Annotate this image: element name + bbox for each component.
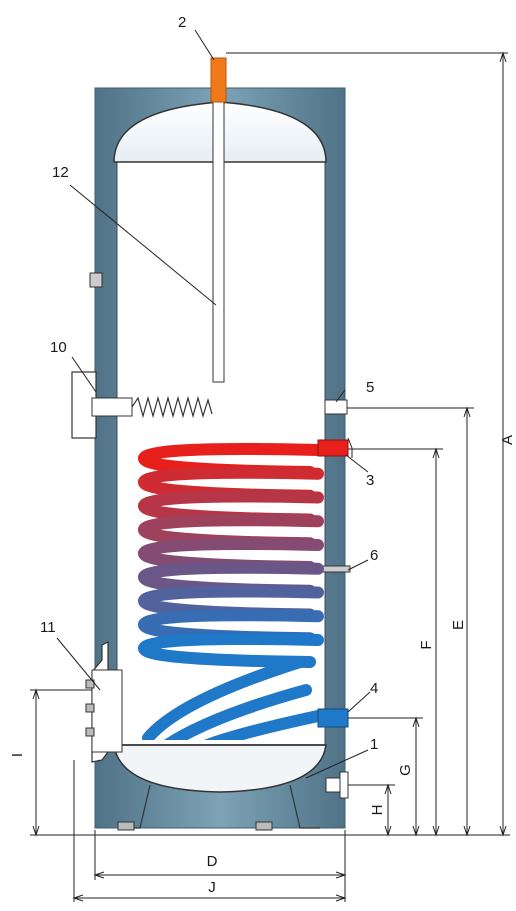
callout-11: 11 (40, 619, 56, 636)
sensor-port-5 (324, 399, 348, 415)
heat-exchanger-coil (138, 443, 324, 740)
heater-element (131, 395, 213, 419)
dim-H: H (369, 805, 386, 816)
tank-bottom-dish (113, 744, 327, 793)
dim-D: D (207, 853, 218, 870)
callout-5: 5 (366, 379, 374, 396)
anode-rod (212, 99, 225, 383)
callout-4: 4 (370, 680, 378, 697)
callout-6: 6 (370, 547, 378, 564)
callout-3: 3 (366, 472, 374, 489)
dim-G: G (397, 764, 414, 776)
coil-outlet-hot (317, 439, 349, 457)
anode-cap (210, 57, 227, 103)
tank-foot-right (289, 784, 320, 829)
thermometer-stub (89, 272, 103, 288)
callout-12: 12 (52, 164, 69, 181)
coil-turn (138, 633, 324, 668)
dim-F: F (418, 640, 435, 649)
dim-E: E (450, 620, 467, 630)
coil-return-run (142, 656, 306, 740)
callout-1: 1 (370, 736, 378, 753)
coil-return-run (203, 710, 324, 740)
dim-I: I (9, 753, 26, 757)
leveling-foot-right (255, 821, 273, 831)
callout-2: 2 (178, 14, 186, 31)
leveling-foot-left (117, 821, 135, 831)
coil-inlet-cold (317, 708, 349, 728)
dim-A: A (499, 435, 516, 445)
coil-return-run (163, 684, 312, 740)
dim-J: J (208, 879, 216, 896)
heater-boss (91, 397, 133, 417)
inspection-cover (91, 669, 123, 753)
callout-10: 10 (50, 339, 67, 356)
